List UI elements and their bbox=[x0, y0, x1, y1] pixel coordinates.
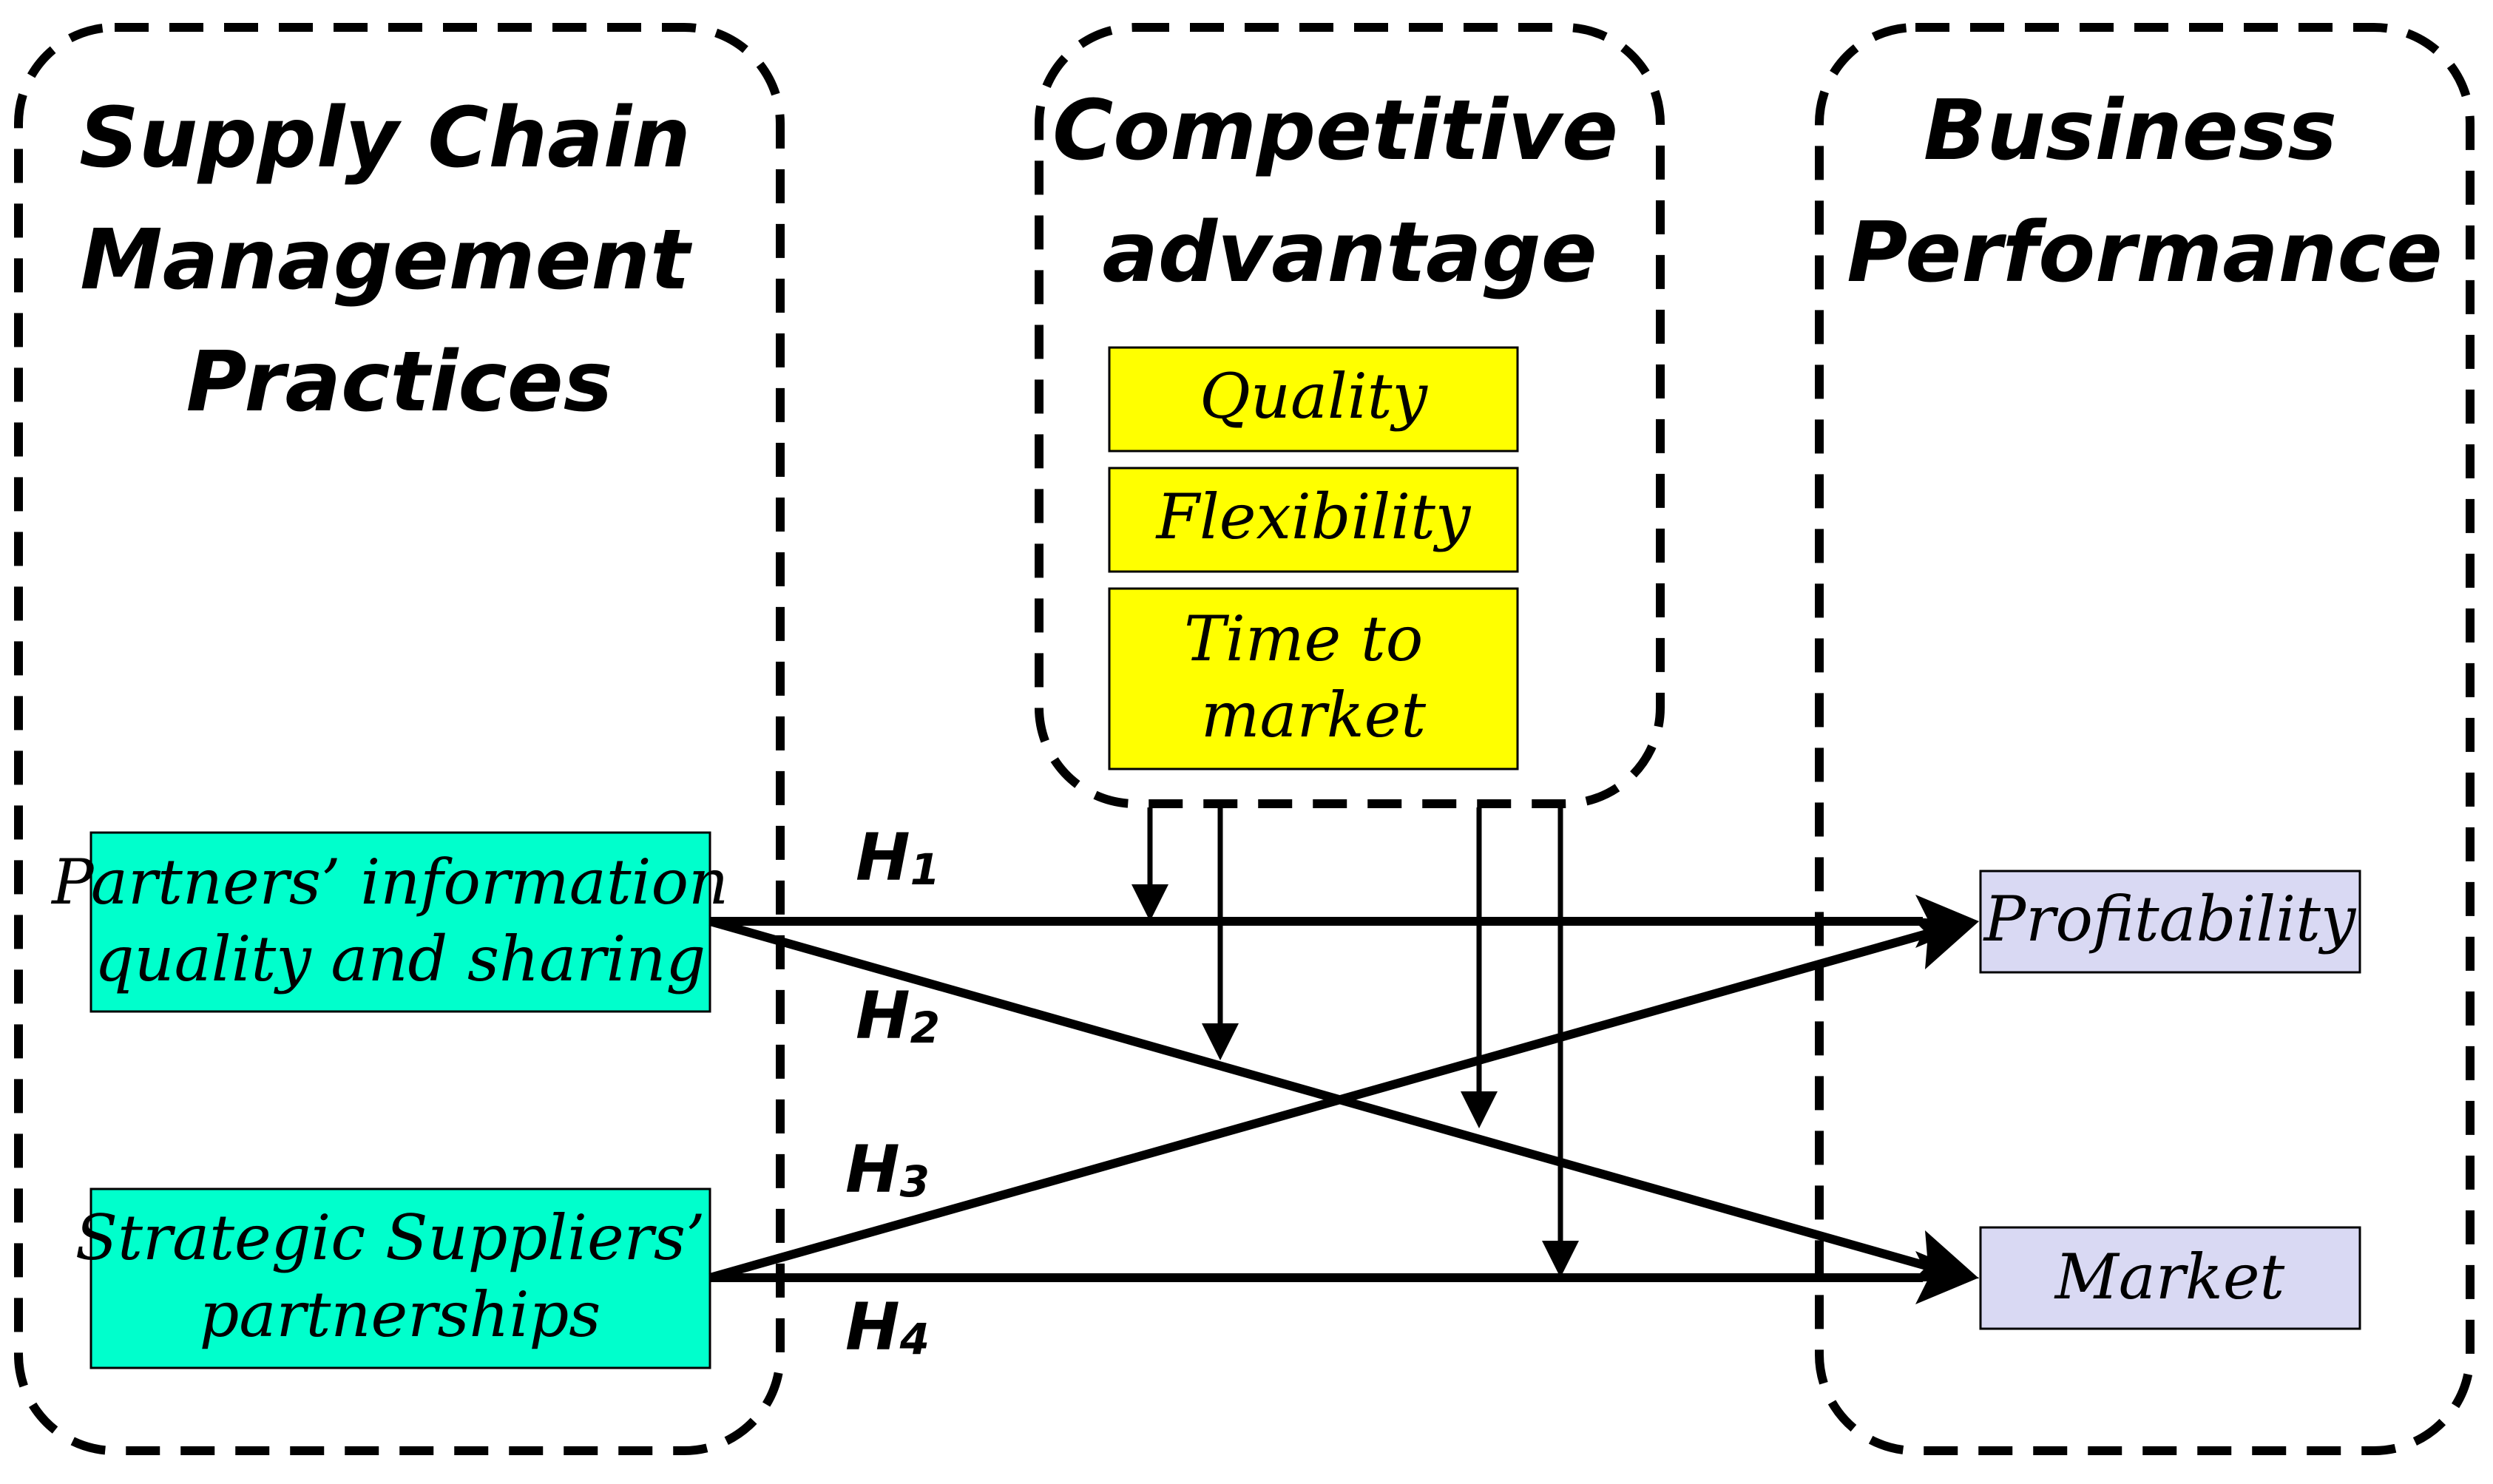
arrow-h3 bbox=[708, 929, 1928, 1282]
business-section-frame bbox=[1815, 23, 2475, 1455]
strategic-suppliers-label: Strategic Suppliers’ partnerships bbox=[75, 1202, 725, 1351]
profitability-label: Profitability bbox=[1983, 883, 2357, 955]
partners-info-label: Partners’ information quality and sharin… bbox=[50, 846, 748, 995]
scm-section-frame bbox=[14, 23, 785, 1455]
partners-info-box: Partners’ information quality and sharin… bbox=[50, 831, 748, 1013]
market-box: Market bbox=[1979, 1226, 2361, 1330]
arrow-h2 bbox=[708, 917, 1928, 1270]
moderator-arrow-h4-head bbox=[1542, 1241, 1579, 1278]
moderator-arrow-h2-head bbox=[1202, 1023, 1239, 1060]
hypothesis-label-h4: H4 bbox=[845, 1289, 930, 1365]
moderator-arrow-h1-head bbox=[1132, 884, 1168, 921]
arrow-h3-head bbox=[1911, 918, 1979, 969]
moderator-arrow-h3-head bbox=[1461, 1091, 1498, 1128]
strategic-suppliers-box: Strategic Suppliers’ partnerships bbox=[75, 1187, 725, 1369]
quality-label: Quality bbox=[1200, 360, 1429, 433]
time-to-market-box: Time to market bbox=[1108, 587, 1519, 770]
scm-section-title: Supply Chain Management Practices bbox=[79, 90, 720, 430]
flexibility-label: Flexibility bbox=[1155, 481, 1472, 553]
business-section-title: Business Performance bbox=[1847, 83, 2443, 301]
profitability-box: Profitability bbox=[1979, 870, 2361, 974]
hypothesis-label-h2: H2 bbox=[856, 978, 940, 1054]
hypothesis-label-h3: H3 bbox=[845, 1131, 930, 1207]
hypothesis-label-h1: H1 bbox=[856, 819, 940, 895]
quality-box: Quality bbox=[1108, 346, 1519, 453]
flexibility-box: Flexibility bbox=[1108, 467, 1519, 573]
time-to-market-label: Time to market bbox=[1184, 603, 1443, 751]
arrow-h4-head bbox=[1915, 1251, 1979, 1304]
market-label: Market bbox=[2054, 1241, 2285, 1313]
competitive-section-title: Competitive advantage bbox=[1052, 83, 1647, 301]
